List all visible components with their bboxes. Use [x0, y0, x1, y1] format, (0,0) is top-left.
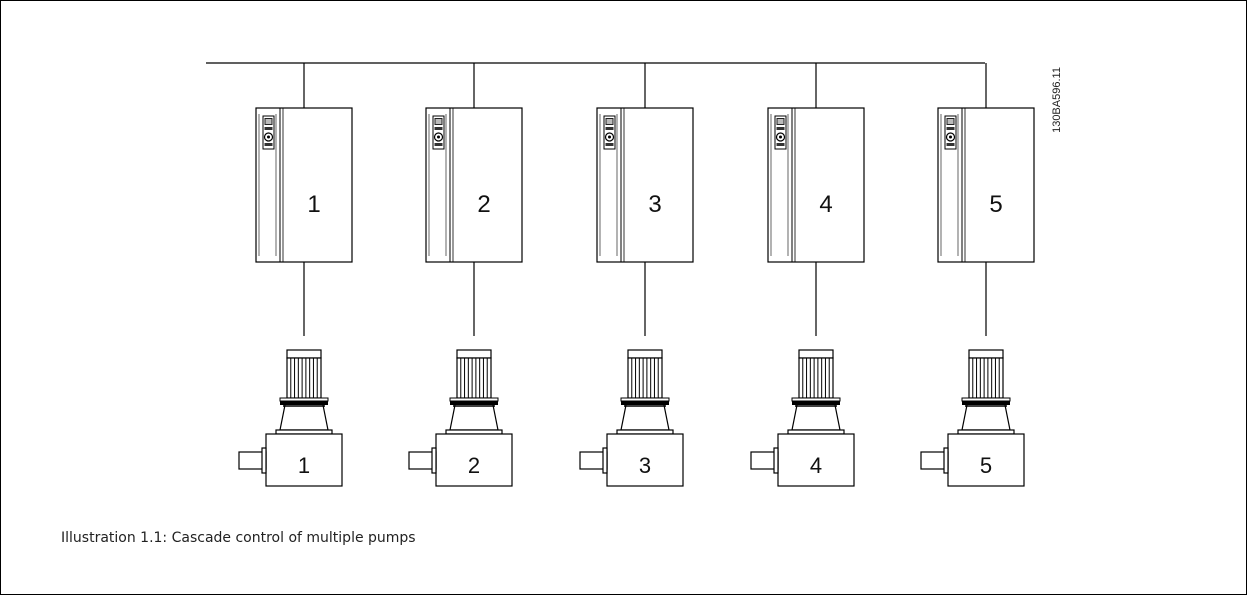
frequency-drive: 3 [596, 107, 694, 263]
frequency-drive: 4 [767, 107, 865, 263]
pump-unit: 55 [920, 63, 1035, 487]
drive-number-label: 1 [307, 191, 320, 218]
drive-number-label: 4 [819, 191, 832, 218]
pump-number-label: 5 [980, 453, 992, 478]
pump-unit: 22 [408, 63, 523, 487]
pump-icon: 2 [408, 349, 513, 487]
pump-number-label: 2 [468, 453, 480, 478]
pump-unit: 44 [750, 63, 865, 487]
pump-casing [777, 433, 855, 487]
pump-number-label: 3 [639, 453, 651, 478]
frequency-drive: 1 [255, 107, 353, 263]
drive-number-label: 3 [648, 191, 661, 218]
figure-caption: Illustration 1.1: Cascade control of mul… [61, 530, 416, 546]
drawing-code: 130BA596.11 [1051, 67, 1063, 133]
drive-number-label: 5 [989, 191, 1002, 218]
pump-icon: 1 [238, 349, 343, 487]
pump-casing [435, 433, 513, 487]
pump-number-label: 1 [298, 453, 310, 478]
pump-unit: 11 [238, 63, 353, 487]
drive-number-label: 2 [477, 191, 490, 218]
pump-casing [265, 433, 343, 487]
pump-number-label: 4 [810, 453, 822, 478]
keypad-icon [944, 115, 957, 150]
keypad-icon [603, 115, 616, 150]
frequency-drive: 2 [425, 107, 523, 263]
pump-unit: 33 [579, 63, 694, 487]
frequency-drive: 5 [937, 107, 1035, 263]
pump-icon: 4 [750, 349, 855, 487]
pump-icon: 3 [579, 349, 684, 487]
pump-icon: 5 [920, 349, 1025, 487]
pump-casing [606, 433, 684, 487]
drive-cabinet [425, 107, 523, 263]
keypad-icon [262, 115, 275, 150]
keypad-icon [774, 115, 787, 150]
keypad-icon [432, 115, 445, 150]
